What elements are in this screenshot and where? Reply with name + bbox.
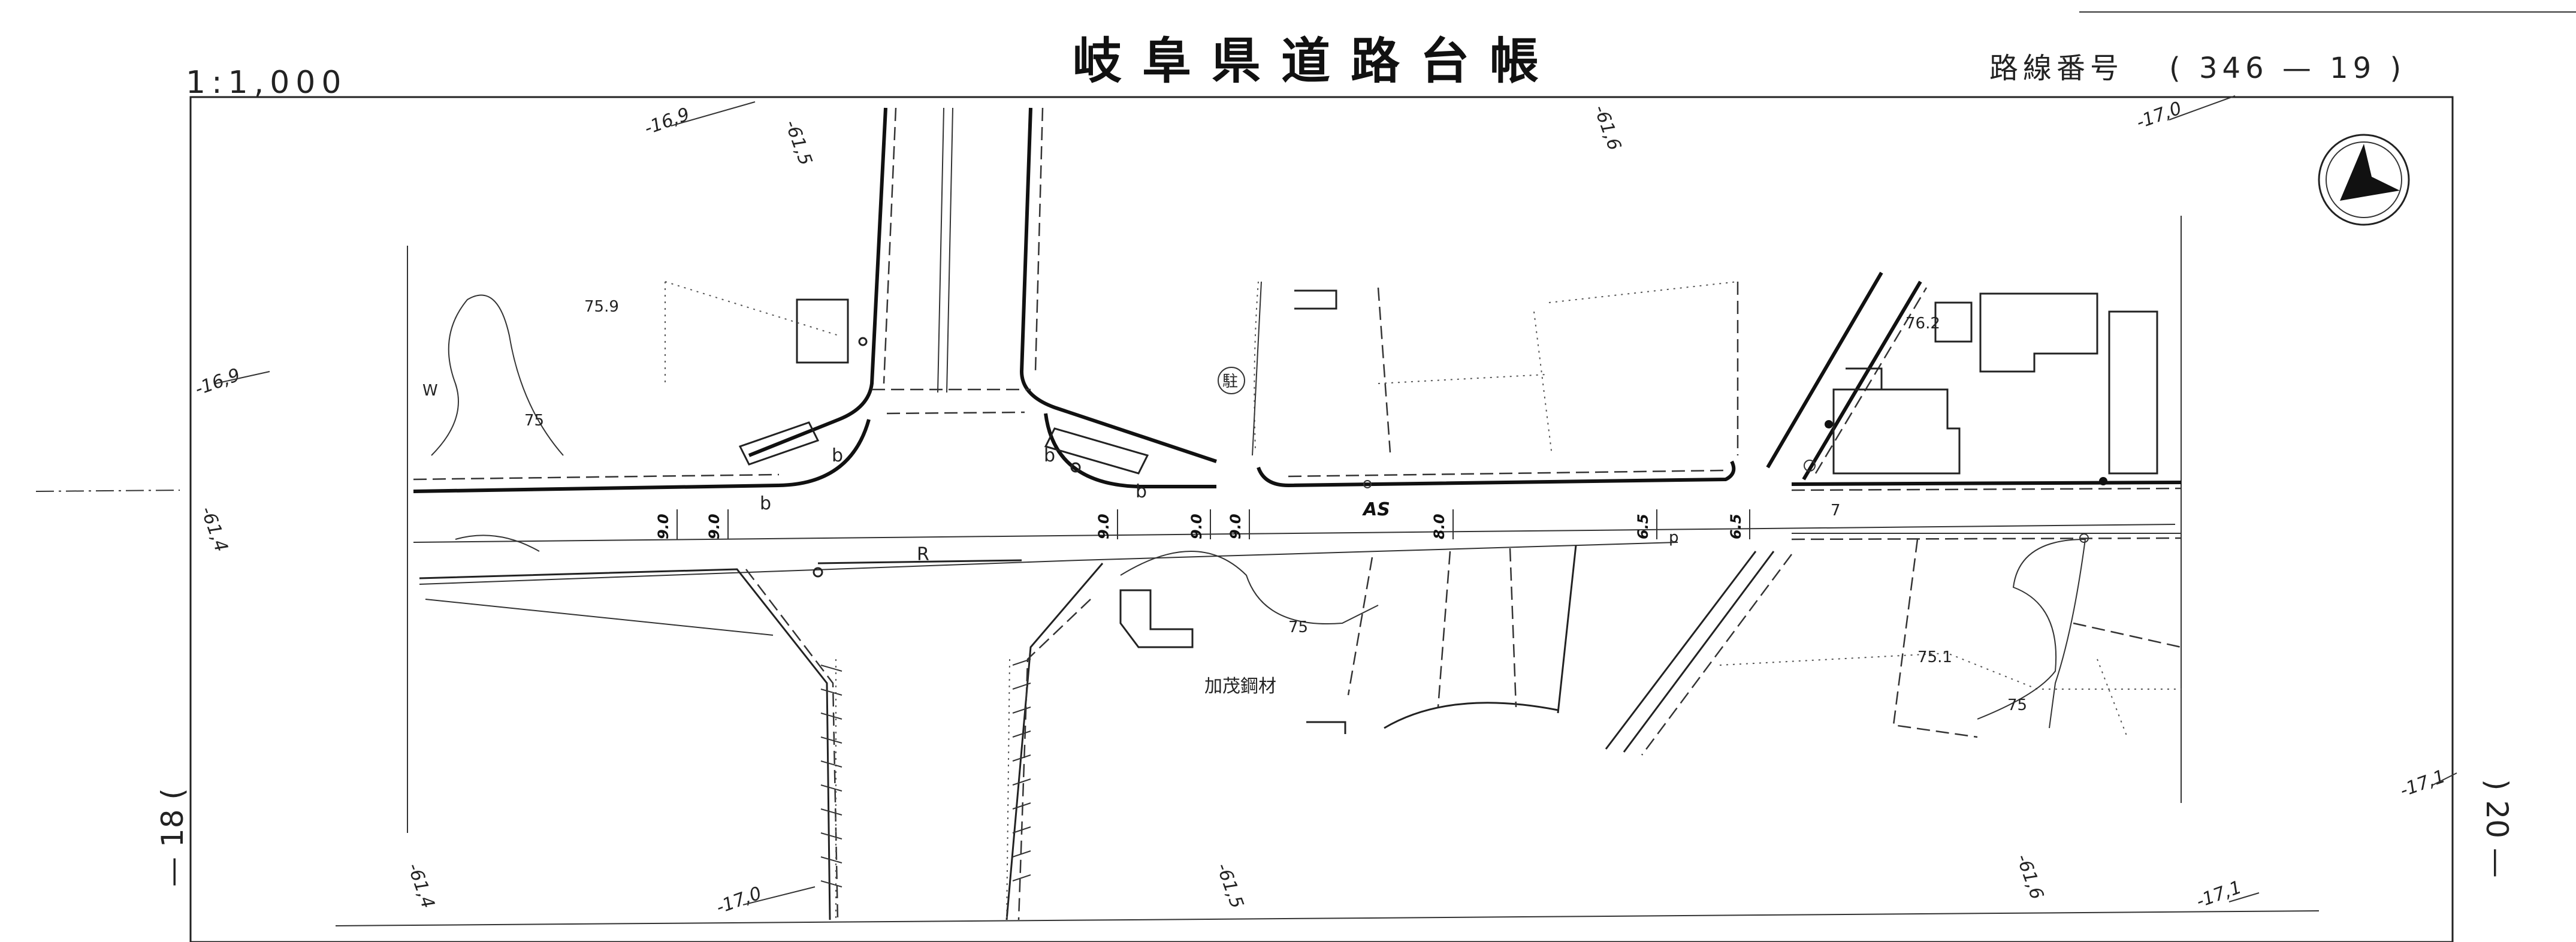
width-label: 9.0 — [1188, 514, 1205, 539]
facility-symbol-icon: 駐 — [1218, 367, 1245, 394]
width-label: 9.0 — [1227, 514, 1244, 539]
ditch-mark: b — [832, 445, 843, 466]
grid-label: -61,5 — [1212, 861, 1247, 911]
width-label: 9.0 — [1095, 514, 1112, 539]
width-label: 6.5 — [1728, 514, 1744, 539]
width-label: 6.5 — [1635, 514, 1651, 539]
grid-ticks — [35, 95, 2457, 905]
grid-label: -61,4 — [403, 861, 438, 911]
dimension-ticks — [677, 509, 1750, 564]
width-label: 9.0 — [655, 514, 672, 539]
scale-label: 1:1,000 — [186, 65, 347, 101]
parcel-boundaries — [665, 281, 2182, 738]
bottom-baseline — [335, 910, 2320, 926]
surface-label: AS — [1362, 499, 1390, 520]
sheet-frame — [189, 96, 2454, 942]
small-mark: 7 — [1831, 502, 1841, 520]
elevation-label: 75.9 — [584, 298, 619, 316]
grid-label: -17,1 — [2194, 877, 2245, 912]
contour-label: 75 — [2007, 696, 2027, 714]
contour-lines — [431, 294, 2086, 729]
grid-label: -17,0 — [714, 883, 765, 918]
route-label: 路線番号 — [1989, 52, 2124, 85]
width-label: 8.0 — [1431, 514, 1448, 539]
small-mark: p — [1669, 529, 1679, 547]
grid-label: -61,6 — [2012, 852, 2047, 902]
ditch-mark: b — [1136, 481, 1147, 502]
main-road — [413, 413, 2182, 585]
map-title: 岐阜県道路台帳 — [1073, 32, 1559, 90]
south-branch-road — [419, 563, 1104, 920]
contour-label: 75 — [524, 412, 544, 430]
elevation-label: 76.2 — [1905, 315, 1940, 333]
ditch-mark: b — [760, 493, 771, 514]
grid-label: -61,4 — [196, 504, 231, 555]
contour-label: 75 — [1288, 618, 1308, 636]
ditch-mark: b — [1044, 445, 1055, 466]
route-number: ( 346 — 19 ) — [2169, 52, 2406, 85]
grid-labels: -16,9 -61,5 -61,6 -17,0 -16,9 -61,4 -17,… — [192, 98, 2448, 918]
grid-label: -61,6 — [1589, 102, 1624, 153]
place-label-kamo: 加茂鋼材 — [1204, 676, 1276, 697]
survey-symbols — [813, 337, 2107, 578]
sign-label: R — [917, 544, 929, 565]
east-diagonal-road — [1605, 271, 1928, 756]
north-arrow-icon — [2318, 134, 2410, 226]
road-width-labels: 9.0 9.0 9.0 9.0 9.0 8.0 6.5 6.5 — [655, 514, 1744, 539]
width-label: 9.0 — [706, 514, 723, 539]
grid-label: -17,0 — [2134, 98, 2185, 133]
grid-label: -61,5 — [780, 117, 816, 168]
elevation-label: 75.1 — [1917, 648, 1952, 666]
sheet-ref-left: — 18 ( — [155, 788, 190, 887]
north-branch-road — [748, 107, 1217, 463]
small-mark: W — [422, 382, 438, 400]
buildings — [738, 289, 2158, 734]
grid-label: -16,9 — [192, 364, 243, 400]
facility-symbol-text: 駐 — [1222, 373, 1238, 391]
grid-label: -17,1 — [2397, 766, 2448, 801]
sheet-ref-right: ) 20 — — [2480, 779, 2514, 878]
